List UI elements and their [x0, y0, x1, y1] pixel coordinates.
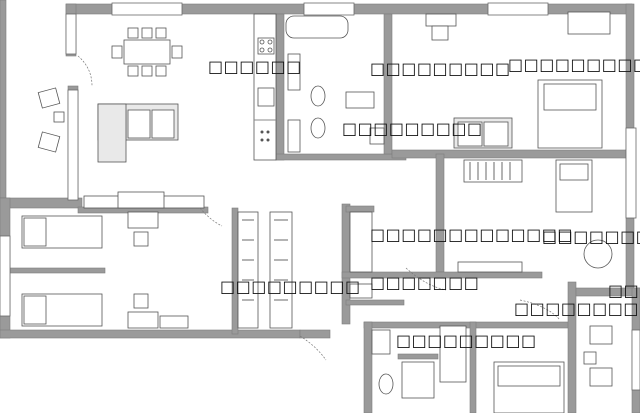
bath-fixtures: [285, 15, 385, 153]
label-hall: □□□□□□□□□: [342, 119, 483, 138]
label-balcony: □□□: [608, 281, 640, 300]
kids-room-furniture: [21, 211, 189, 329]
label-bathroom: □□□□□□□□□: [370, 59, 511, 78]
windows: [0, 2, 640, 391]
bedroom-1-furniture: [425, 11, 611, 149]
doors: [77, 55, 561, 361]
lounge-chairs: [37, 87, 65, 153]
sofa: [97, 103, 179, 163]
bedroom-3-furniture: [493, 325, 613, 413]
label-kitchen-living: □□□□□□: [208, 57, 302, 76]
bath-2-fixtures: [349, 283, 467, 399]
bedroom-2-furniture: [555, 159, 613, 269]
label-bathroom-2: □□□□□□□□□: [396, 331, 537, 350]
label-corridor: □□□□□□□□□□□□□: [370, 225, 573, 244]
kitchen-counter: [253, 13, 277, 161]
label-bedroom-2: □□□□□□□: [542, 227, 640, 246]
label-children-room: □□□□□□□□□: [220, 277, 361, 296]
label-bedroom-1: □□□□□□□□□: [508, 55, 640, 74]
bookshelves: [83, 159, 523, 329]
dining-table: [111, 27, 183, 77]
label-wc: □□□□□□□: [370, 273, 479, 292]
label-bedroom-3: □□□□□□□□□: [514, 299, 640, 318]
